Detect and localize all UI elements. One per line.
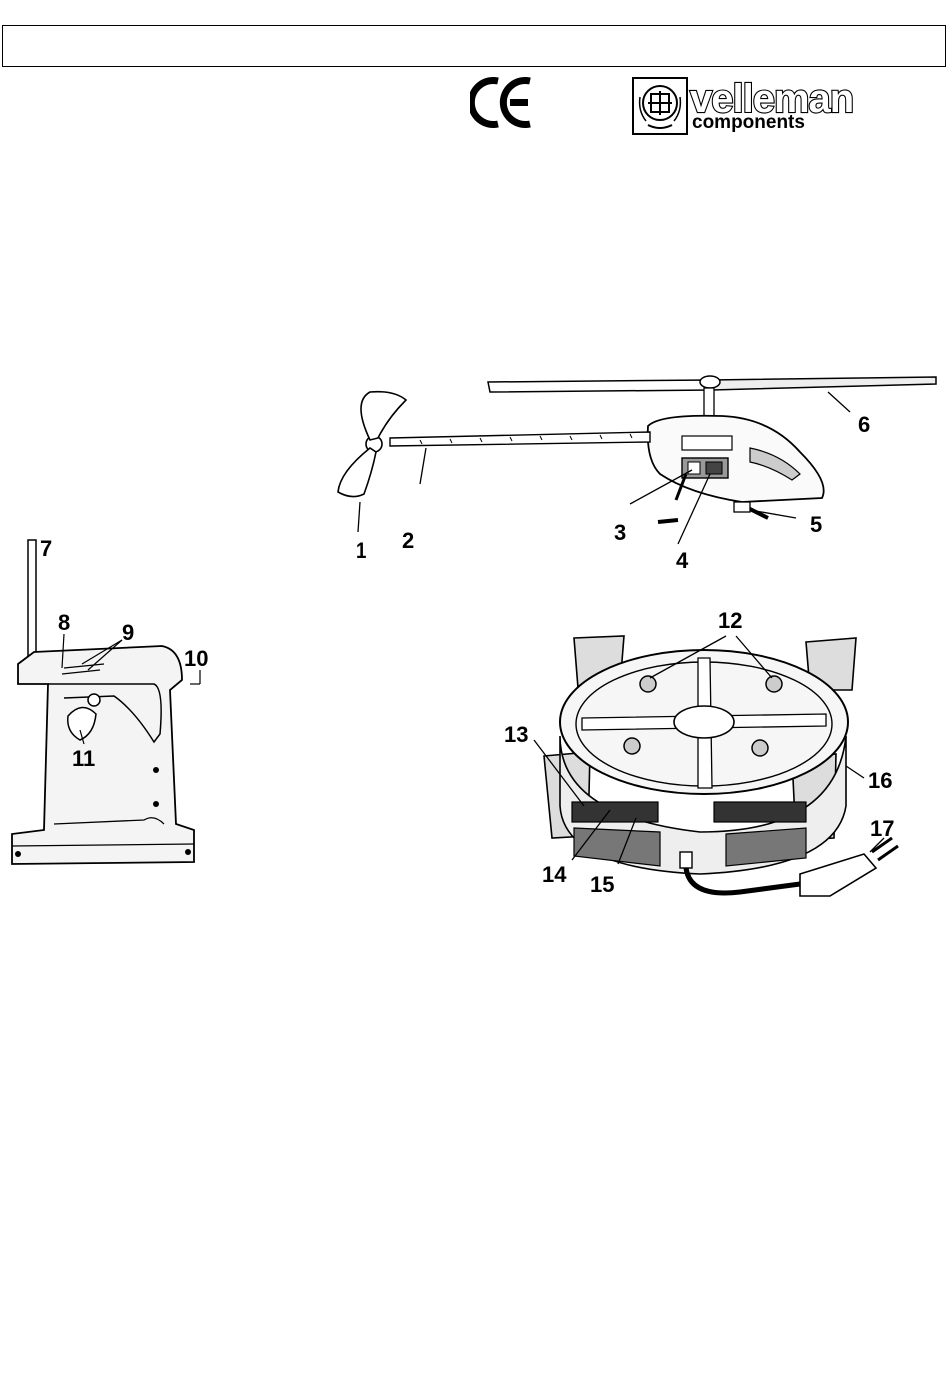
seal-icon <box>632 77 688 135</box>
callout-6: 6 <box>858 412 870 437</box>
callout-17: 17 <box>870 816 894 841</box>
callout-5: 5 <box>810 512 822 537</box>
callout-15: 15 <box>590 872 614 897</box>
helicopter-drawing: 1 2 3 4 5 6 <box>330 362 942 572</box>
callout-16: 16 <box>868 768 892 793</box>
callout-7: 7 <box>40 536 52 561</box>
callout-3: 3 <box>614 520 626 545</box>
callout-8: 8 <box>58 610 70 635</box>
callout-11: 11 <box>72 746 95 771</box>
callout-14: 14 <box>542 862 567 887</box>
callout-2: 2 <box>402 528 414 553</box>
velleman-logo: velleman components <box>632 77 870 135</box>
callout-1: 1 <box>356 540 366 564</box>
transmitter-drawing: 7 8 9 10 11 <box>4 534 210 874</box>
callout-10: 10 <box>184 646 208 671</box>
charger-drawing: 12 13 14 15 16 17 <box>500 606 912 900</box>
header-box <box>2 25 946 67</box>
callout-13: 13 <box>504 722 528 747</box>
logo-subtitle: components <box>692 113 805 133</box>
callout-9: 9 <box>122 620 134 645</box>
callout-12: 12 <box>718 608 742 633</box>
ce-mark-icon <box>470 75 534 130</box>
callout-4: 4 <box>676 548 689 572</box>
